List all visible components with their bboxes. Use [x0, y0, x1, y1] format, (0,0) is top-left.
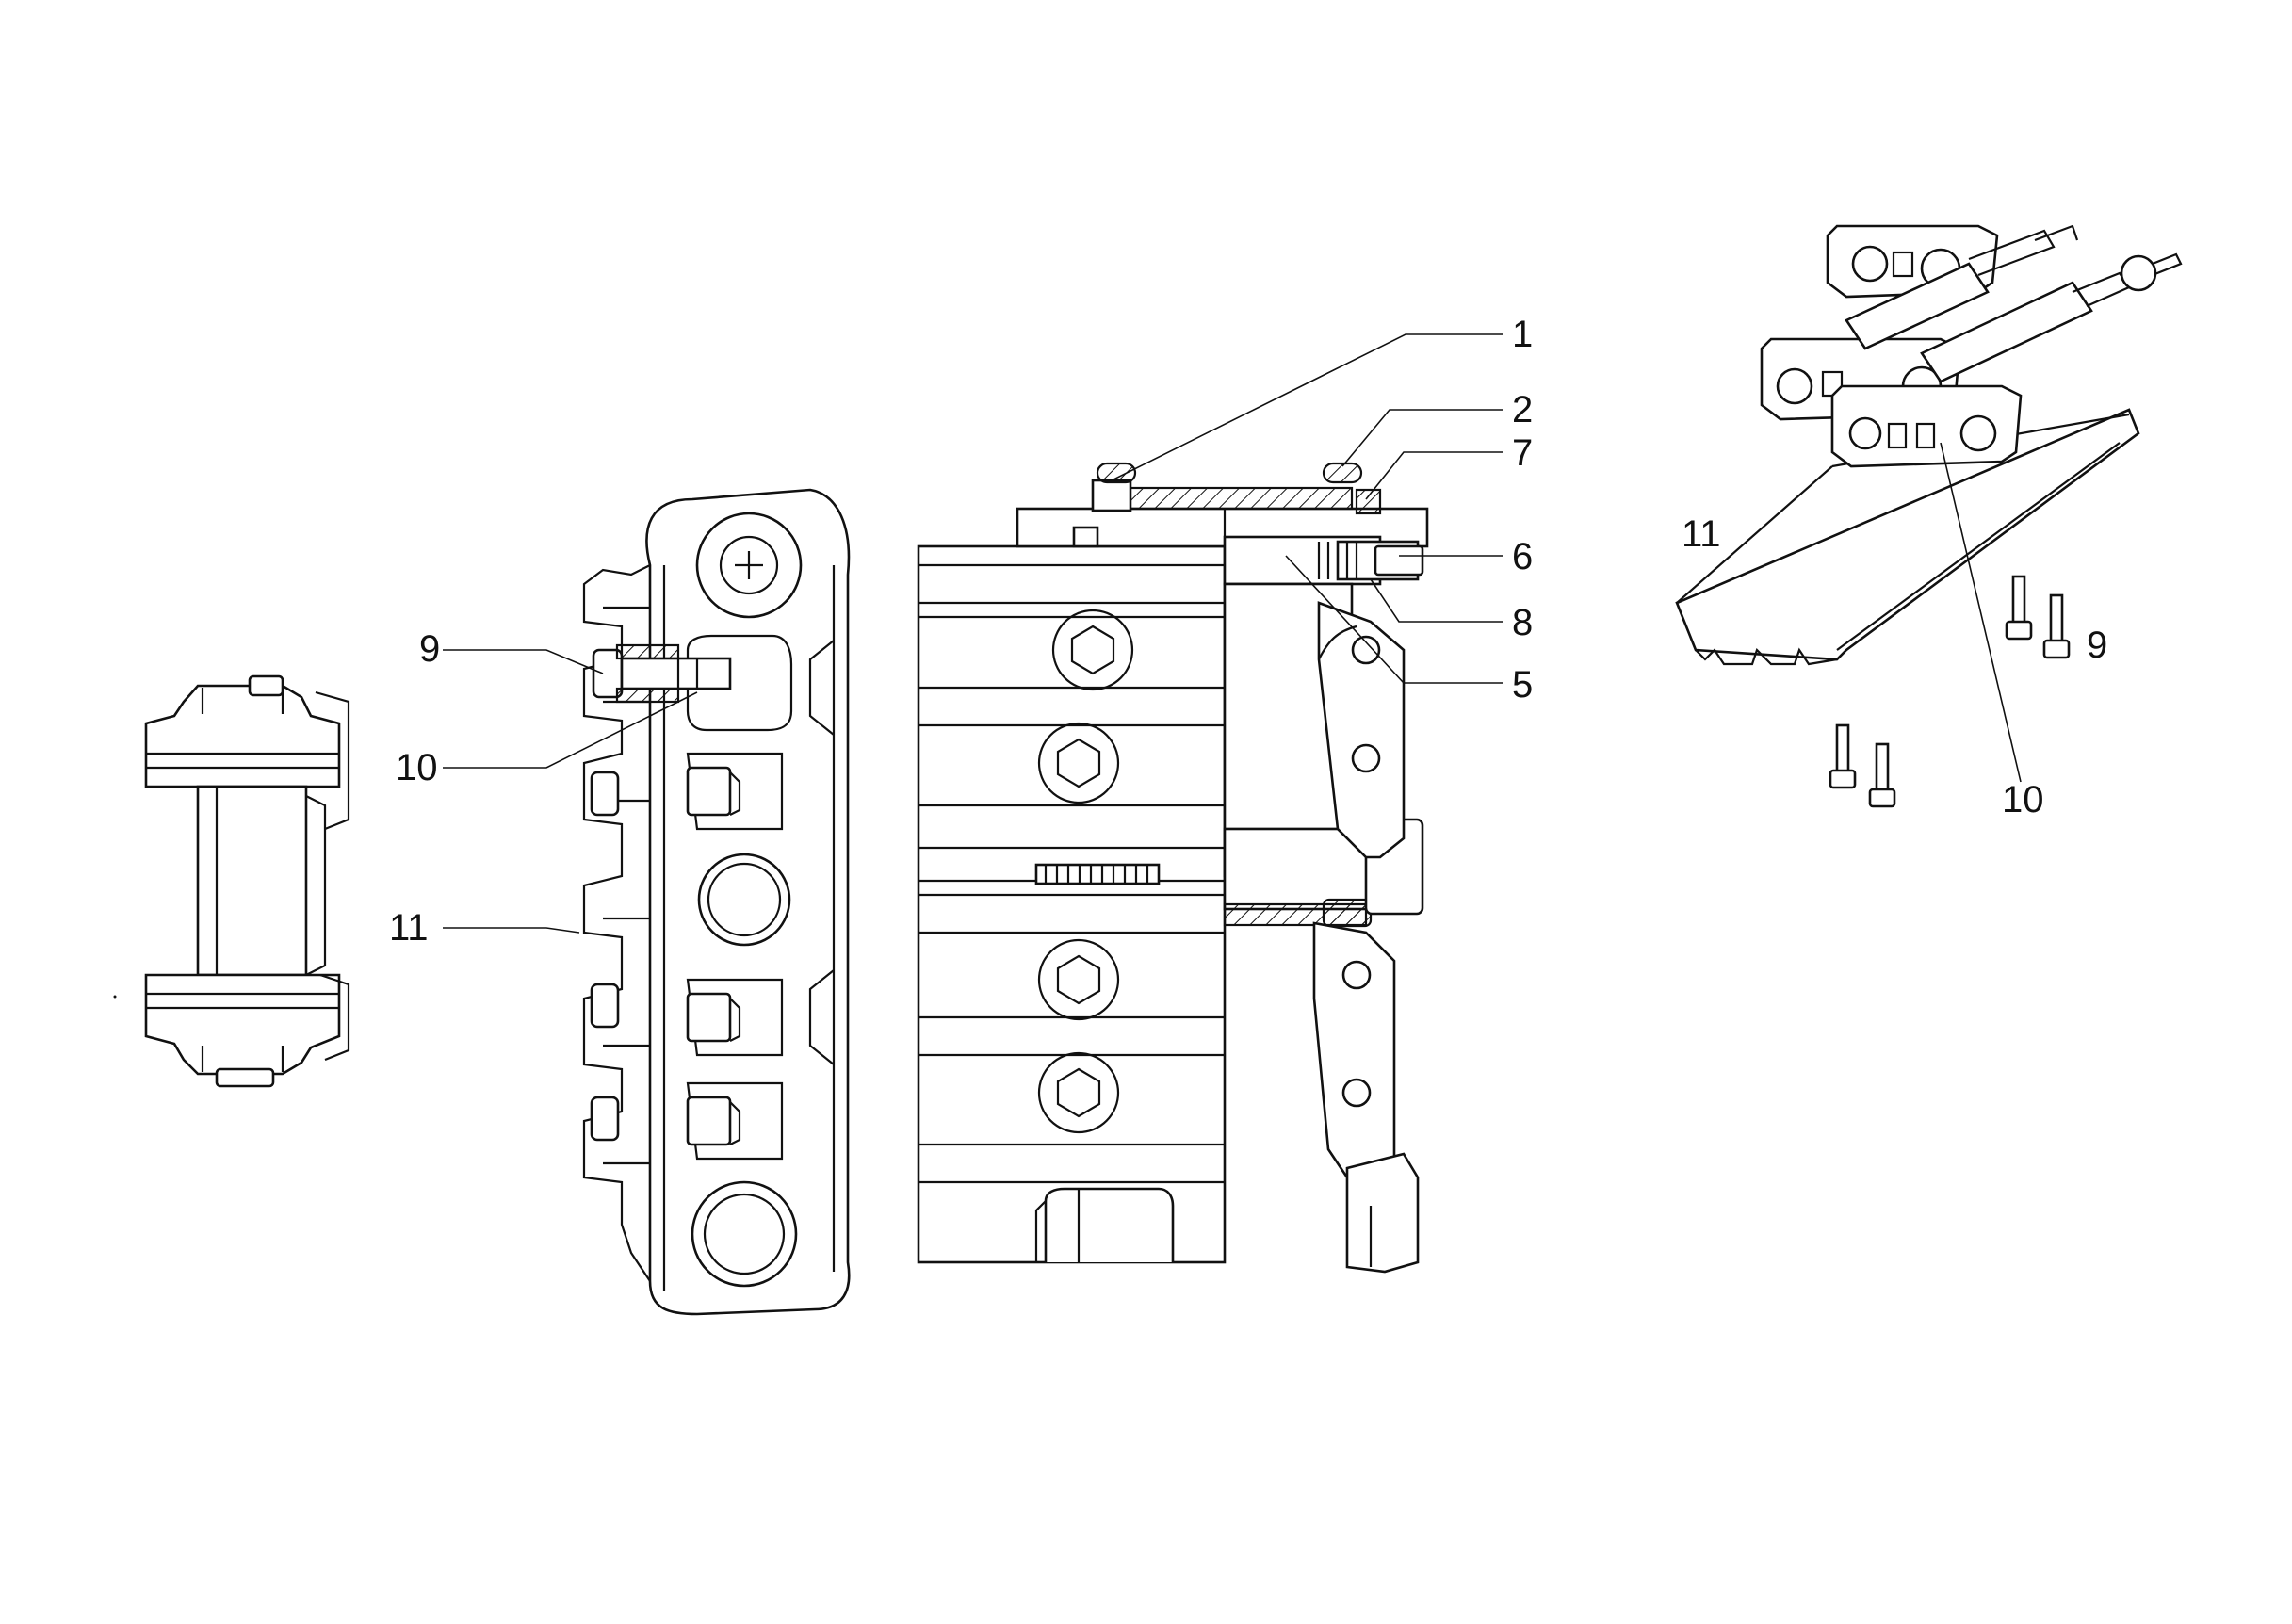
hex-bolt-4 — [1037, 1051, 1120, 1134]
callout-8: 8 — [1512, 602, 1533, 643]
callout-1: 1 — [1512, 314, 1533, 355]
pin-assembly-side-view — [113, 674, 350, 1088]
callout-9-right: 9 — [2087, 625, 2107, 666]
callout-9-left: 9 — [419, 628, 440, 670]
track-chain-side-view — [582, 488, 851, 1316]
isometric-assembly-view — [1675, 224, 2183, 808]
hex-bolt-1 — [1051, 609, 1134, 691]
track-shoe-section-view — [917, 462, 1429, 1274]
callout-7: 7 — [1512, 432, 1533, 474]
callout-10-right: 10 — [2002, 779, 2044, 820]
hex-bolt-2 — [1037, 722, 1120, 804]
callout-labels: 1 2 7 6 8 5 9 10 11 11 9 10 — [389, 314, 2107, 949]
callout-11-right: 11 — [1682, 513, 1721, 555]
bolt-icon — [1868, 742, 1896, 808]
callout-2: 2 — [1512, 389, 1533, 430]
bolt-icon — [2005, 575, 2033, 641]
callout-10-left: 10 — [396, 747, 438, 788]
bolt-icon — [2042, 593, 2071, 659]
hex-bolt-3 — [1037, 938, 1120, 1021]
leader-lines — [443, 333, 2022, 934]
callout-11-left: 11 — [389, 907, 429, 949]
bolt-icon — [1829, 723, 1857, 789]
callout-5: 5 — [1512, 664, 1533, 706]
callout-6: 6 — [1512, 536, 1533, 577]
